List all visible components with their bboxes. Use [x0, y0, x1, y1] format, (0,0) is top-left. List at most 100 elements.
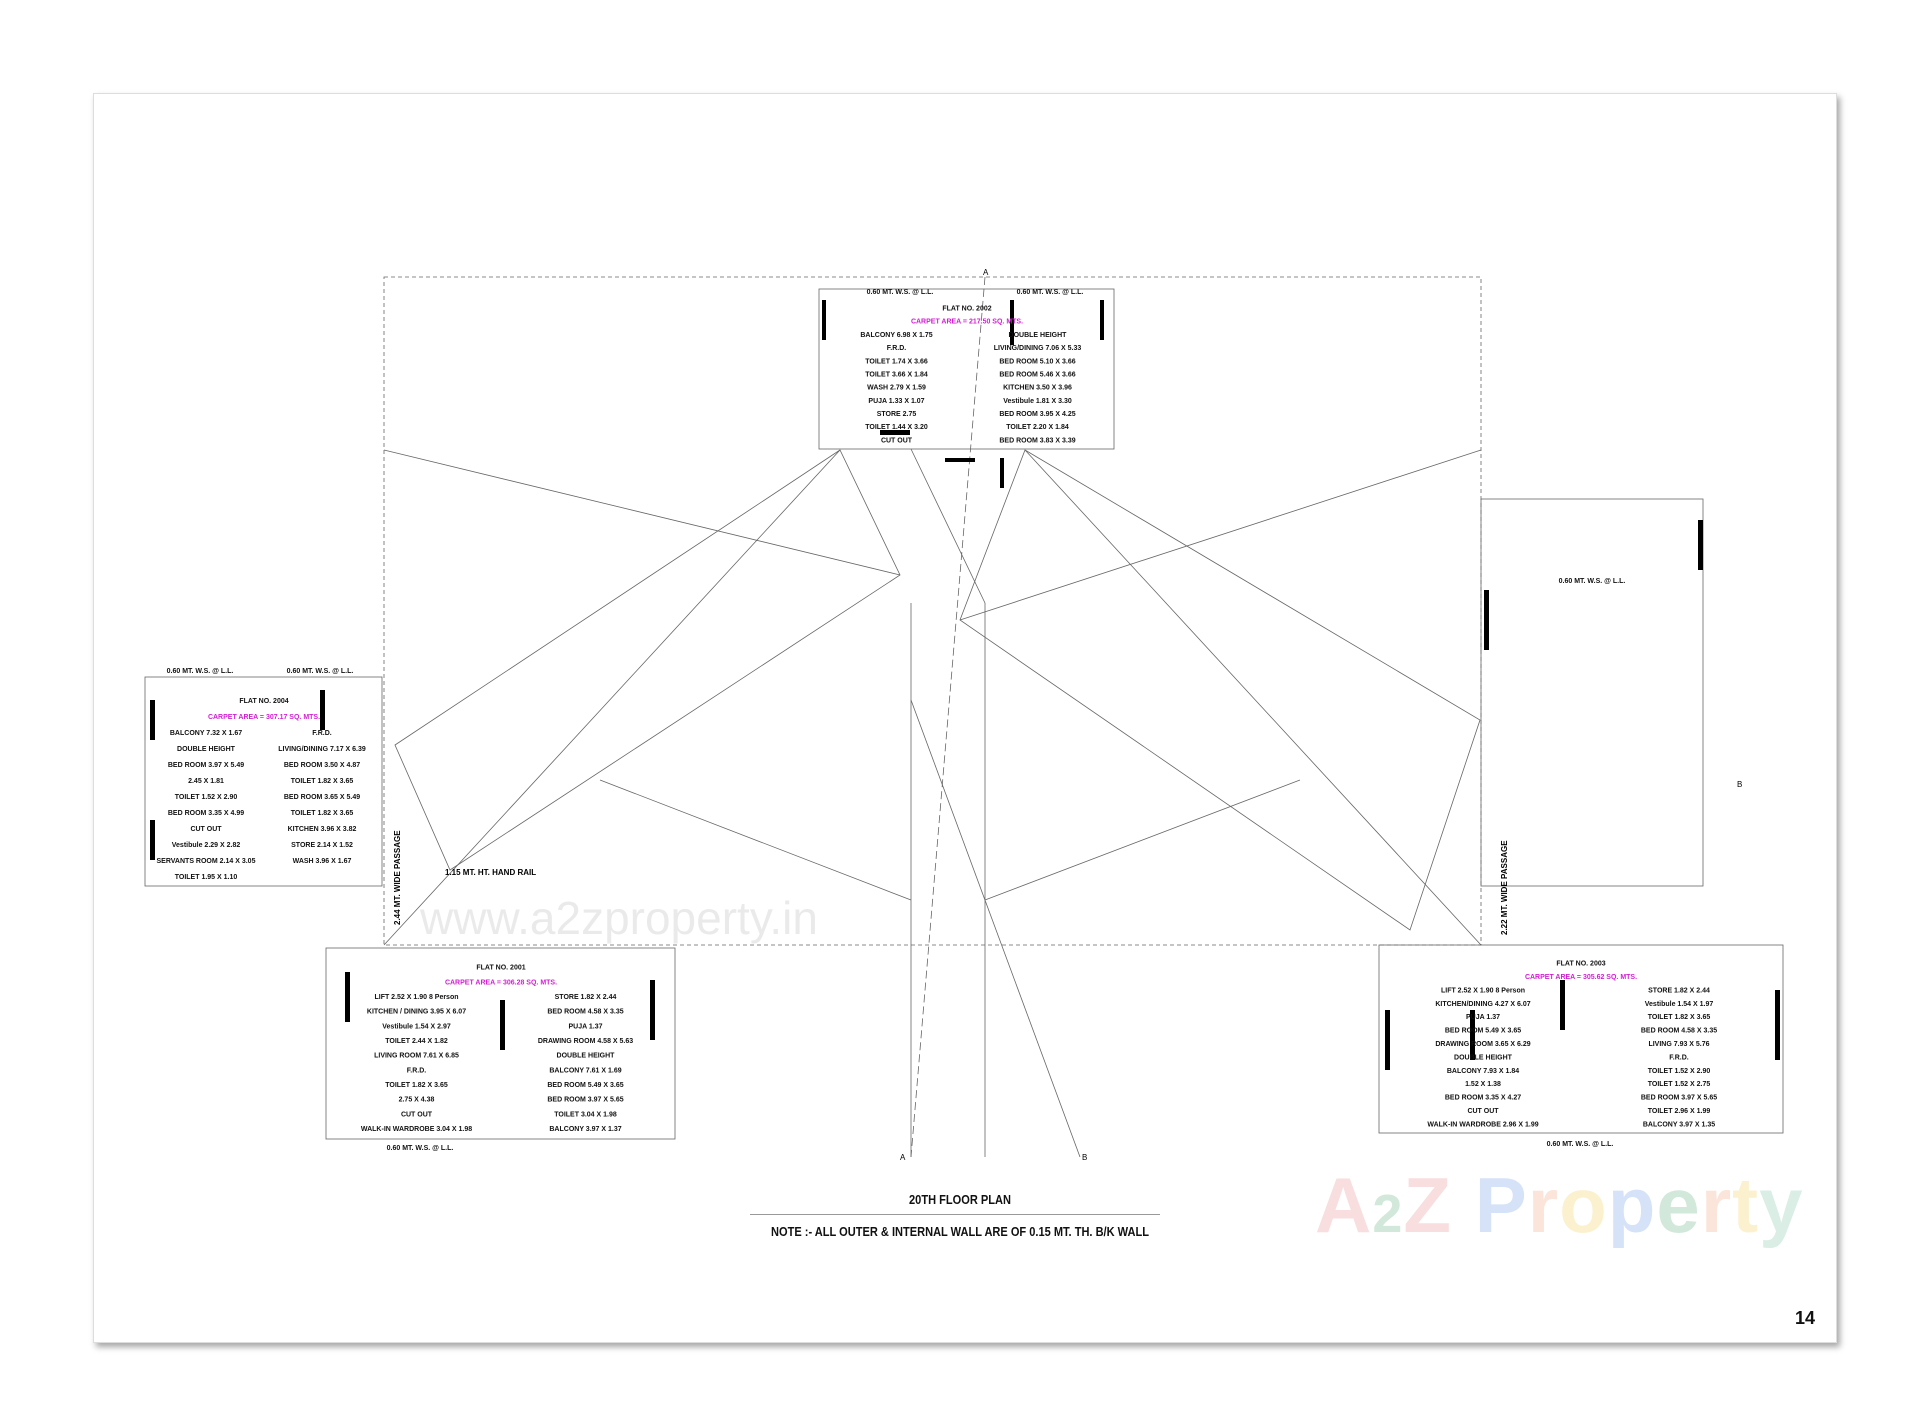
flat-number: FLAT NO. 2004 [239, 698, 288, 705]
room-label: STORE 1.82 X 2.44 [555, 994, 617, 1001]
room-label: BALCONY 3.97 X 1.37 [549, 1126, 621, 1133]
logo-letter: 2 [1372, 1184, 1404, 1244]
wall [500, 1000, 505, 1050]
room-label: Vestibule 1.81 X 3.30 [1003, 398, 1072, 405]
logo-letter: y [1759, 1161, 1804, 1249]
wall [1100, 300, 1104, 340]
room-label: BED ROOM 3.35 X 4.99 [168, 810, 244, 817]
room-label: BED ROOM 3.97 X 5.49 [168, 762, 244, 769]
room-label: PUJA 1.37 [569, 1023, 603, 1030]
room-label: TOILET 1.82 X 3.65 [1648, 1014, 1711, 1021]
carpet-area: CARPET AREA = 217.50 SQ. MTS. [911, 319, 1023, 326]
room-label: BED ROOM 3.95 X 4.25 [999, 411, 1075, 418]
room-label: F.R.D. [1669, 1054, 1689, 1061]
ws-label: 0.60 MT. W.S. @ L.L. [1559, 578, 1626, 585]
room-label: KITCHEN 3.96 X 3.82 [288, 826, 357, 833]
room-label: TOILET 1.74 X 3.66 [865, 358, 928, 365]
room-label: TOILET 3.66 X 1.84 [865, 371, 928, 378]
wall [1560, 980, 1565, 1030]
room-label: LIVING ROOM 7.61 X 6.85 [374, 1053, 459, 1060]
room-label: DOUBLE HEIGHT [557, 1053, 616, 1060]
room-label: BED ROOM 4.58 X 3.35 [1641, 1028, 1717, 1035]
diag [383, 449, 901, 576]
room-label: DRAWING ROOM 4.58 X 5.63 [538, 1038, 633, 1045]
flat-2003-outline [1378, 944, 1784, 1134]
room-label: STORE 2.75 [877, 411, 917, 418]
wall [1010, 300, 1014, 345]
core-line [910, 448, 986, 604]
logo-letter: e [1656, 1161, 1701, 1249]
room-label: CUT OUT [881, 437, 913, 444]
flat-number: FLAT NO. 2001 [476, 965, 525, 972]
section-mark-b-bottom: B [1082, 1153, 1087, 1162]
plan-title: 20TH FLOOR PLAN [909, 1192, 1011, 1207]
room-label: LIVING/DINING 7.06 X 5.33 [994, 345, 1082, 352]
room-label: TOILET 2.44 X 1.82 [385, 1038, 448, 1045]
room-label: BED ROOM 3.35 X 4.27 [1445, 1095, 1521, 1102]
carpet-area: CARPET AREA = 307.17 SQ. MTS. [208, 714, 320, 721]
wall [150, 820, 155, 860]
room-label: TOILET 1.44 X 3.20 [865, 424, 928, 431]
room-label: BED ROOM 3.65 X 5.49 [284, 794, 360, 801]
room-label: PUJA 1.37 [1466, 1014, 1500, 1021]
room-label: TOILET 2.20 X 1.84 [1006, 424, 1069, 431]
room-label: STORE 1.82 X 2.44 [1648, 987, 1710, 994]
room-label: SERVANTS ROOM 2.14 X 3.05 [157, 858, 256, 865]
plan-note: NOTE :- ALL OUTER & INTERNAL WALL ARE OF… [771, 1224, 1149, 1239]
flat-number: FLAT NO. 2002 [942, 306, 991, 313]
room-label: WASH 3.96 X 1.67 [293, 858, 352, 865]
room-label: WALK-IN WARDROBE 2.96 X 1.99 [1427, 1121, 1538, 1128]
room-label: BED ROOM 3.97 X 5.65 [547, 1097, 623, 1104]
room-label: KITCHEN/DINING 4.27 X 6.07 [1435, 1001, 1530, 1008]
flat-2004-outline [144, 676, 383, 887]
room-label: Vestibule 2.29 X 2.82 [172, 842, 241, 849]
logo-letter: p [1607, 1161, 1657, 1249]
room-label: DOUBLE HEIGHT [177, 746, 236, 753]
room-label: LIFT 2.52 X 1.90 8 Person [374, 994, 458, 1001]
room-label: TOILET 1.52 X 2.75 [1648, 1081, 1711, 1088]
wall [822, 300, 826, 340]
room-label: CUT OUT [401, 1111, 433, 1118]
room-label: TOILET 1.52 X 2.90 [175, 794, 238, 801]
wall [650, 980, 655, 1040]
room-label: BALCONY 6.98 X 1.75 [860, 332, 932, 339]
room-label: TOILET 1.82 X 3.65 [291, 810, 354, 817]
room-label: BED ROOM 3.83 X 3.39 [999, 437, 1075, 444]
diag [383, 449, 841, 946]
wall [1000, 458, 1004, 488]
room-label: TOILET 1.82 X 3.65 [291, 778, 354, 785]
wall [1775, 990, 1780, 1060]
a2z-property-logo: A2Z Property [1315, 1160, 1804, 1259]
section-mark-b-right: B [1737, 780, 1742, 789]
wall [945, 458, 975, 462]
carpet-area: CARPET AREA = 305.62 SQ. MTS. [1525, 974, 1637, 981]
logo-letter: t [1732, 1161, 1760, 1249]
room-label: WASH 2.79 X 1.59 [867, 385, 926, 392]
page-number: 14 [1795, 1308, 1816, 1328]
diag [959, 449, 1482, 621]
ws-label: 0.60 MT. W.S. @ L.L. [167, 668, 234, 675]
section-mark-a-bottom: A [900, 1153, 906, 1162]
section-mark-a-top: A [983, 268, 989, 277]
ws-label: 0.60 MT. W.S. @ L.L. [387, 1145, 454, 1152]
section-line [910, 276, 986, 1158]
left-wing-outline [394, 449, 901, 871]
room-label: TOILET 1.52 X 2.90 [1648, 1068, 1711, 1075]
logo-letter: P [1474, 1161, 1528, 1249]
room-label: TOILET 1.95 X 1.10 [175, 874, 238, 881]
wall [1385, 1010, 1390, 1070]
room-label: 2.45 X 1.81 [188, 778, 224, 785]
handrail-label: 1.15 MT. HT. HAND RAIL [445, 868, 536, 877]
room-label: CUT OUT [1467, 1108, 1499, 1115]
title-divider [750, 1214, 1160, 1215]
room-label: F.R.D. [887, 345, 907, 352]
room-label: TOILET 1.82 X 3.65 [385, 1082, 448, 1089]
room-label: LIFT 2.52 X 1.90 8 Person [1441, 987, 1525, 994]
passage-label-left: 2.44 MT. WIDE PASSAGE [393, 830, 402, 925]
ws-label: 0.60 MT. W.S. @ L.L. [1017, 289, 1084, 296]
room-label: Vestibule 1.54 X 1.97 [1645, 1001, 1714, 1008]
room-label: CUT OUT [190, 826, 222, 833]
flat-2001-outline [325, 947, 676, 1140]
passage-label-right: 2.22 MT. WIDE PASSAGE [1500, 840, 1509, 935]
